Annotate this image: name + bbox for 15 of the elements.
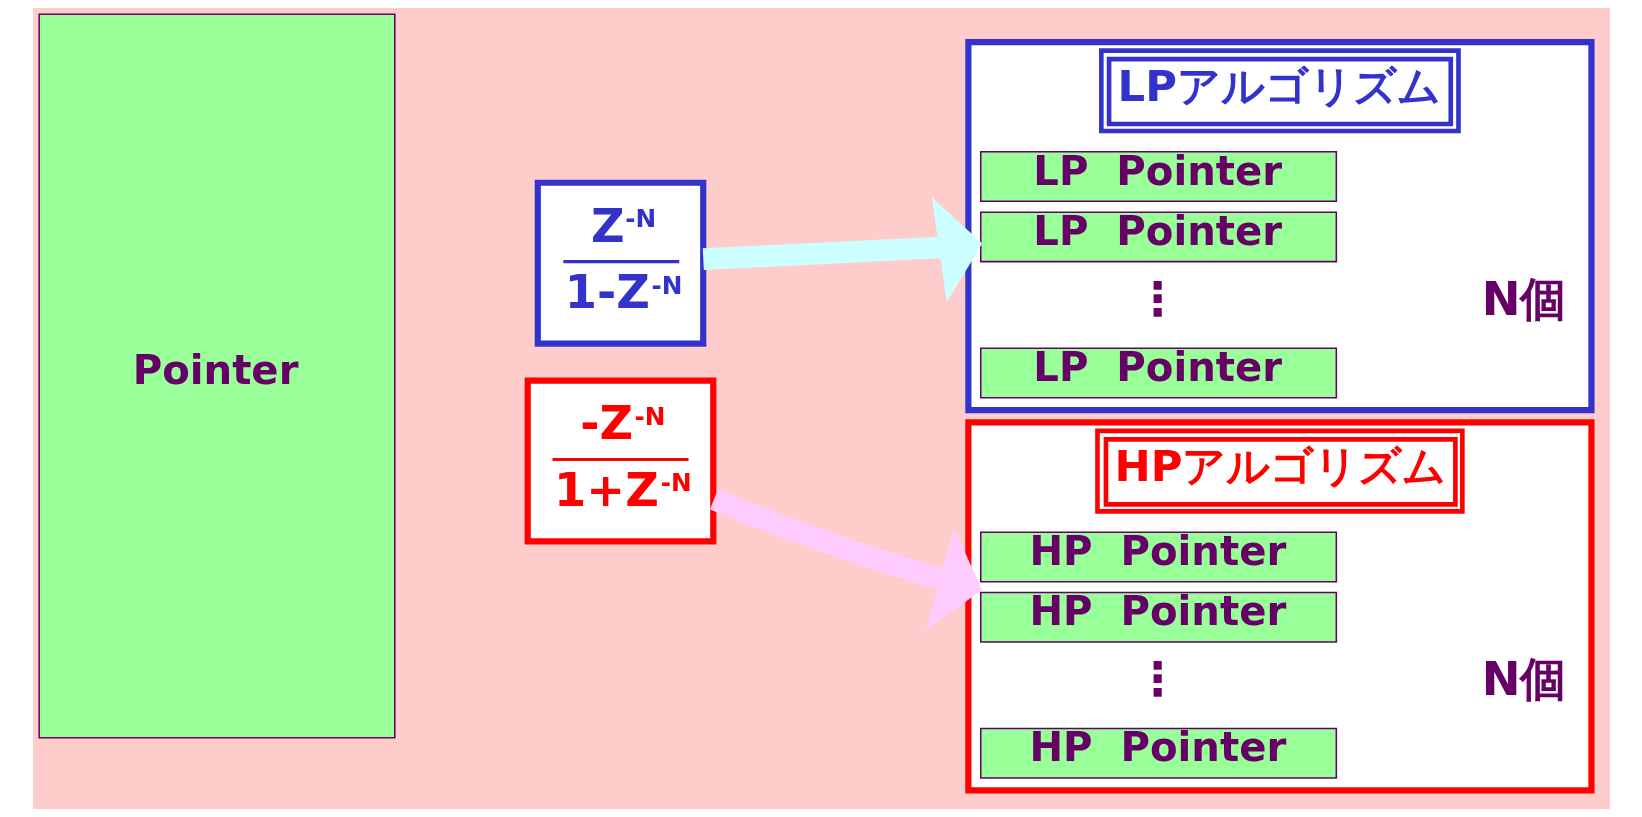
node-box: HP Pointer: [979, 531, 1337, 583]
node-box: Pointer: [37, 13, 396, 739]
node-box: LP Pointer: [979, 211, 1337, 263]
node-box: LP Pointer: [979, 151, 1337, 203]
label: N個: [1481, 652, 1566, 707]
arrow: [702, 197, 982, 303]
label: N個: [1481, 271, 1566, 326]
node-box: LP Pointer: [979, 347, 1337, 399]
arrow: [709, 489, 982, 630]
label: ⋮: [1134, 271, 1181, 326]
label: ⋮: [1134, 652, 1181, 707]
node-box: HP Pointer: [979, 591, 1337, 643]
node-box: Z$^{-N}$ 1-Z$^{-N}$: [534, 179, 706, 347]
node-box: HP Pointer: [979, 727, 1337, 779]
node-box: -Z$^{-N}$ 1+Z$^{-N}$: [524, 377, 716, 545]
